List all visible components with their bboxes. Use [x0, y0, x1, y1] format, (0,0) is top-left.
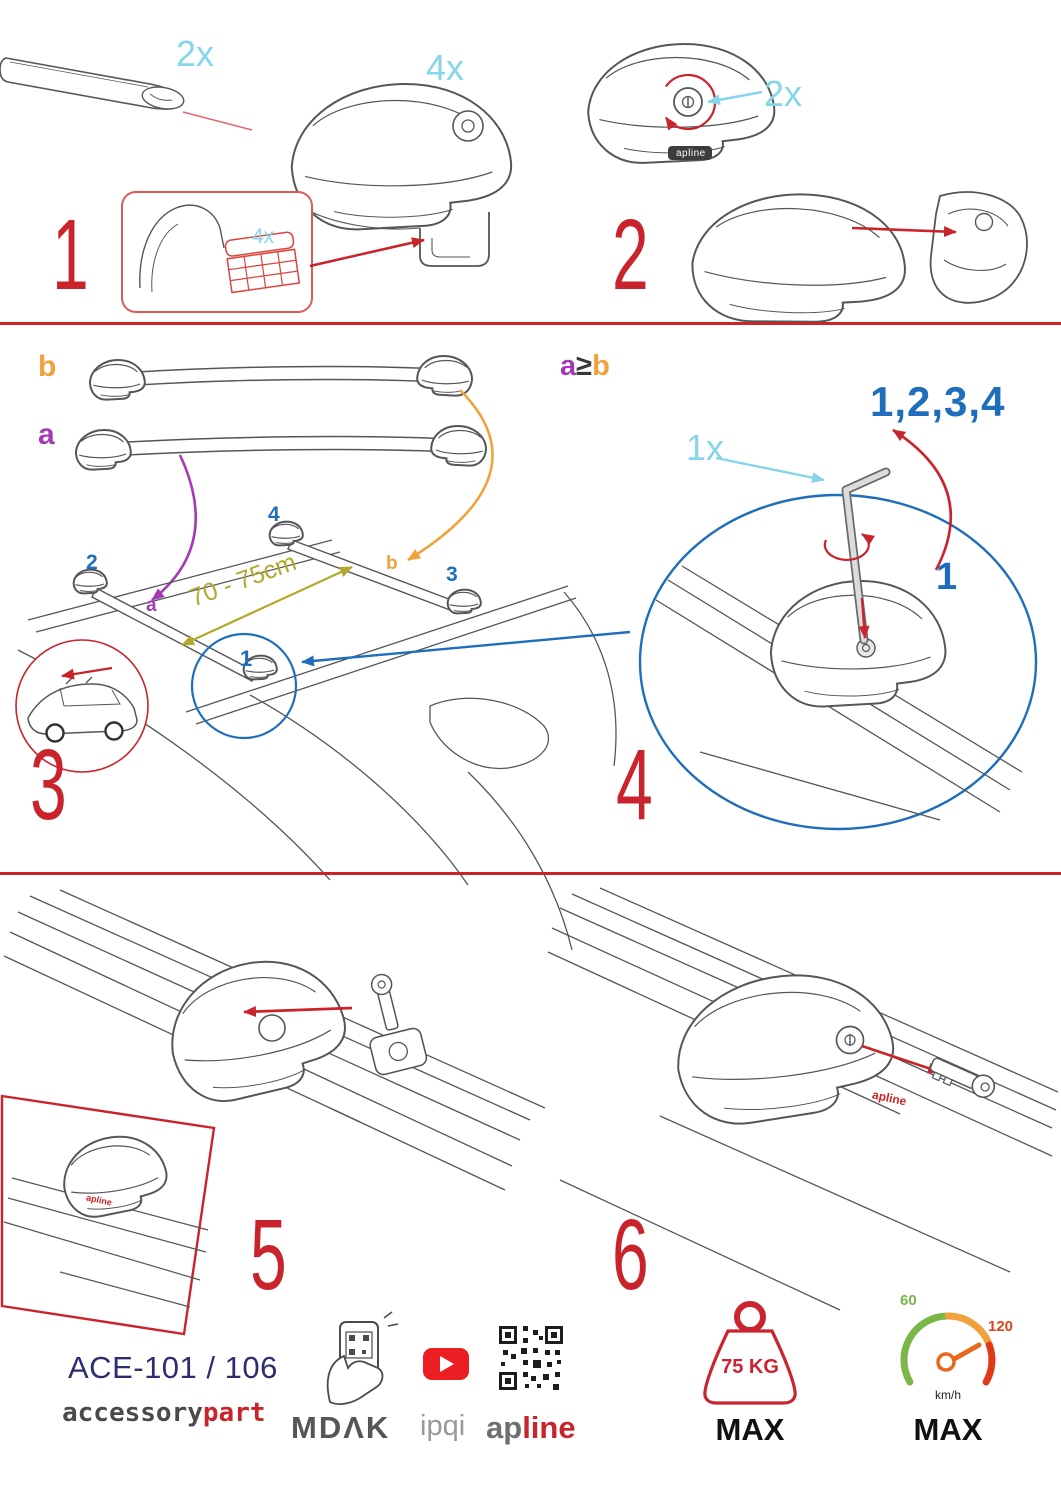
step2-foot-lock-illustration	[587, 42, 776, 165]
detail-link-arrow	[301, 630, 631, 667]
step-number-3: 3	[30, 729, 67, 841]
foot-mark-front-left: 2	[86, 551, 98, 574]
step6-foot-illustration	[668, 964, 996, 1132]
tool-arrow	[715, 456, 825, 483]
logo-apline-ap: ap	[486, 1410, 523, 1445]
tool-quantity-label: 1x	[686, 427, 725, 468]
key-icon	[929, 1057, 996, 1099]
first-step-mark: 1	[936, 556, 958, 598]
roof-bar-a-mark: a	[146, 595, 157, 616]
rule-b: b	[592, 350, 610, 382]
brand-accessory: accessory	[62, 1398, 203, 1428]
load-limit-value: 75 KG	[721, 1356, 779, 1378]
bar-b-label: b	[38, 350, 57, 383]
section-divider-2	[0, 872, 1061, 875]
foot-quantity-label: 4x	[426, 47, 465, 88]
hand-phone-icon	[326, 1311, 399, 1405]
step-number-6: 6	[612, 1199, 649, 1311]
lock-quantity-label: 2x	[764, 73, 803, 114]
foot-mark-front-right: 1	[240, 646, 253, 671]
distance-arrow	[181, 566, 353, 646]
step1-crossbar-illustration	[0, 57, 253, 131]
arrow-a-to-roof	[151, 454, 198, 602]
brand-stamp-step2: apline	[676, 148, 706, 159]
logo-mdak: MDΛK	[291, 1410, 391, 1445]
logo-apline-line: line	[522, 1410, 576, 1445]
speed-low-label: 60	[900, 1292, 917, 1309]
step-number-2: 2	[612, 199, 649, 311]
step3-roof-crossbars	[73, 521, 482, 682]
speed-unit-label: km/h	[934, 1388, 961, 1402]
weight-icon	[703, 1301, 797, 1405]
step1-pad-inset	[121, 191, 425, 313]
step5-mounted-inset	[0, 1094, 216, 1336]
step5-foot-illustration	[158, 947, 428, 1111]
tightening-sequence: 1,2,3,4	[870, 378, 1006, 425]
car-inset	[15, 639, 149, 773]
product-model: ACE-101 / 106	[68, 1350, 278, 1385]
load-limit-max: MAX	[715, 1412, 785, 1447]
youtube-icon	[423, 1348, 469, 1380]
foot-mark-rear-left: 4	[268, 503, 280, 526]
roof-bar-b-mark: b	[386, 553, 398, 574]
arrow-b-to-roof	[407, 389, 494, 562]
speed-high-label: 120	[988, 1318, 1014, 1335]
bar-a-label: a	[38, 418, 55, 451]
speed-limit-max: MAX	[913, 1412, 983, 1447]
section-divider-1	[0, 322, 1061, 325]
order-arrow	[892, 428, 953, 571]
detail-circle	[190, 632, 298, 740]
step-number-5: 5	[250, 1199, 287, 1311]
pad-quantity-label: 4x	[252, 225, 275, 248]
rule-op: ≥	[576, 350, 593, 382]
qr-code-icon	[499, 1326, 563, 1390]
speedometer-icon	[900, 1312, 996, 1386]
step3-bar-a-illustration	[75, 425, 487, 470]
rule-a: a	[560, 350, 577, 382]
step-number-1: 1	[52, 199, 89, 311]
brand-wordmark: accessorypart	[62, 1398, 266, 1428]
bar-quantity-label: 2x	[176, 33, 215, 74]
step-number-4: 4	[616, 729, 653, 841]
foot-mark-rear-right: 3	[446, 563, 458, 586]
step1-foot-illustration	[290, 82, 513, 267]
step4-detail-illustration	[655, 467, 1023, 821]
brand-part: part	[202, 1398, 266, 1428]
logo-ipqi: ipqi	[420, 1410, 466, 1442]
step2-foot-cover-illustration	[686, 187, 1028, 331]
logo-apline: apline	[486, 1410, 576, 1446]
step3-bar-b-illustration	[89, 355, 473, 400]
rule-label: a≥b	[560, 350, 610, 383]
